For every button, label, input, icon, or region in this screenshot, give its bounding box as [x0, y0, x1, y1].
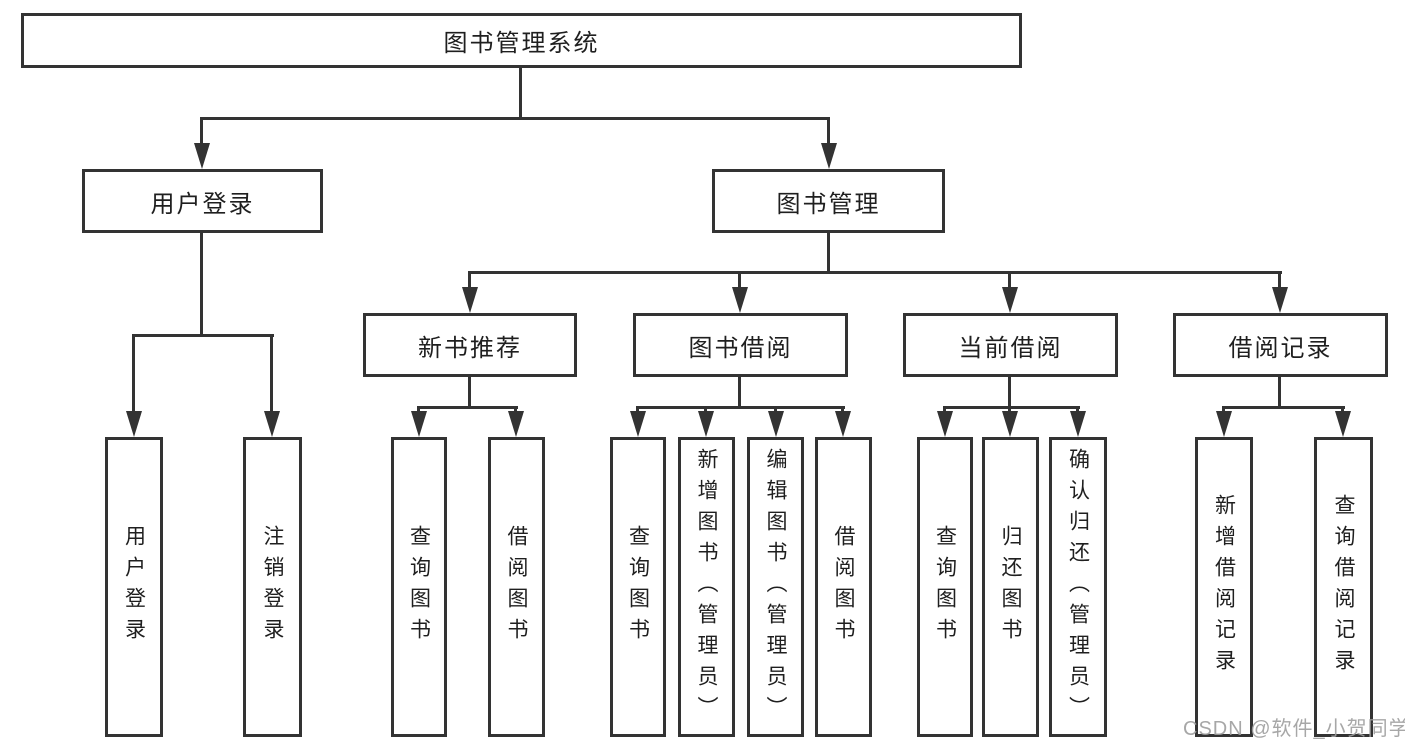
arrow-down-icon — [411, 411, 427, 437]
connector-current-split — [943, 406, 1080, 409]
node-user-login: 用户登录 — [82, 169, 323, 233]
arrow-down-icon — [1002, 287, 1018, 313]
leaf-logout-login: 注销登录 — [243, 437, 302, 737]
arrow-down-icon — [937, 411, 953, 437]
arrow-down-icon — [1272, 287, 1288, 313]
connector-drop — [636, 406, 639, 414]
node-book-borrowing: 图书借阅 — [633, 313, 848, 377]
node-borrowing-records: 借阅记录 — [1173, 313, 1388, 377]
connector-drop — [841, 406, 844, 414]
connector-drop — [1222, 406, 1225, 414]
connector-user-login-stem — [200, 233, 203, 336]
arrow-down-icon — [264, 411, 280, 437]
node-book-management: 图书管理 — [712, 169, 945, 233]
connector-level3-split — [468, 271, 1282, 274]
arrow-down-icon — [1216, 411, 1232, 437]
connector-drop — [943, 406, 946, 414]
connector-root-stem — [519, 68, 522, 118]
leaf-user-login: 用户登录 — [105, 437, 163, 737]
arrow-down-icon — [1335, 411, 1351, 437]
connector-drop — [270, 334, 273, 412]
arrow-down-icon — [768, 411, 784, 437]
leaf-records-query-record: 查询借阅记录 — [1314, 437, 1373, 737]
connector-drop — [738, 271, 741, 289]
connector-drop — [1341, 406, 1344, 414]
connector-drop — [1076, 406, 1079, 414]
arrow-down-icon — [630, 411, 646, 437]
leaf-recommend-query-books: 查询图书 — [391, 437, 447, 737]
leaf-current-confirm-return-admin: 确认归还（管理员） — [1049, 437, 1107, 737]
arrow-down-icon — [732, 287, 748, 313]
arrow-down-icon — [1070, 411, 1086, 437]
connector-drop — [514, 406, 517, 414]
leaf-borrowing-add-books-admin: 新增图书（管理员） — [678, 437, 735, 737]
leaf-records-add-record: 新增借阅记录 — [1195, 437, 1253, 737]
connector-level2-split — [200, 117, 830, 120]
arrow-down-icon — [698, 411, 714, 437]
connector-records-stem — [1278, 377, 1281, 408]
connector-recommend-stem — [468, 377, 471, 408]
connector-drop — [1008, 271, 1011, 289]
connector-drop — [774, 406, 777, 414]
node-root-system: 图书管理系统 — [21, 13, 1022, 68]
leaf-borrowing-query-books: 查询图书 — [610, 437, 666, 737]
connector-drop — [417, 406, 420, 414]
leaf-current-query-books: 查询图书 — [917, 437, 973, 737]
watermark: CSDN @软件_小贺同学 — [1183, 718, 1405, 740]
connector-drop — [1008, 406, 1011, 414]
arrow-down-icon — [508, 411, 524, 437]
leaf-borrowing-edit-books-admin: 编辑图书（管理员） — [747, 437, 804, 737]
connector-recommend-split — [417, 406, 518, 409]
connector-drop — [704, 406, 707, 414]
connector-borrowing-split — [636, 406, 845, 409]
connector-records-split — [1222, 406, 1345, 409]
connector-book-mgmt-stem — [827, 233, 830, 273]
connector-drop — [132, 334, 135, 412]
connector-user-login-split — [132, 334, 274, 337]
leaf-borrowing-borrow-books: 借阅图书 — [815, 437, 872, 737]
connector-drop — [200, 117, 203, 145]
leaf-recommend-borrow-books: 借阅图书 — [488, 437, 545, 737]
arrow-down-icon — [835, 411, 851, 437]
node-current-borrowing: 当前借阅 — [903, 313, 1118, 377]
connector-borrowing-stem — [738, 377, 741, 408]
connector-drop — [827, 117, 830, 145]
arrow-down-icon — [821, 143, 837, 169]
arrow-down-icon — [194, 143, 210, 169]
node-new-book-recommend: 新书推荐 — [363, 313, 577, 377]
arrow-down-icon — [462, 287, 478, 313]
connector-drop — [1278, 271, 1281, 289]
connector-current-stem — [1008, 377, 1011, 408]
connector-drop — [468, 271, 471, 289]
arrow-down-icon — [126, 411, 142, 437]
leaf-current-return-books: 归还图书 — [982, 437, 1039, 737]
arrow-down-icon — [1002, 411, 1018, 437]
